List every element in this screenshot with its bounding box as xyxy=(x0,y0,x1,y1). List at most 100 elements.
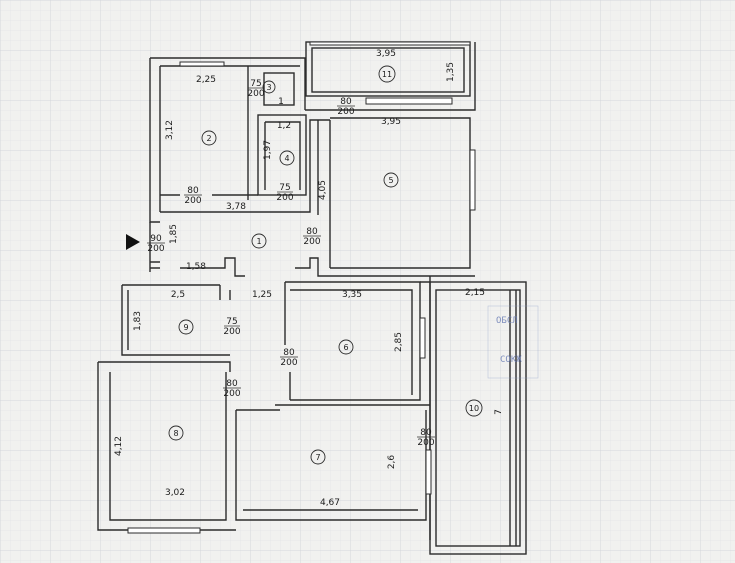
wall-corridor-top xyxy=(160,119,330,213)
room-11-number: 11 xyxy=(382,70,392,79)
window-room-8 xyxy=(127,527,201,534)
dim-room7-width: 4,67 xyxy=(320,498,340,508)
dim-passage-width: 1,25 xyxy=(252,290,272,300)
room-11-marker: 11 xyxy=(378,65,396,83)
door-room-4-height: 200 xyxy=(276,193,293,203)
windows xyxy=(127,41,476,534)
door-room-9: 75 200 xyxy=(223,317,240,337)
wall-entry xyxy=(149,222,160,272)
dim-room9-depth: 1,83 xyxy=(133,311,143,331)
dim-room10-length: 7 xyxy=(494,409,504,415)
room-5-marker: 5 xyxy=(383,172,399,188)
room-1-number: 1 xyxy=(256,237,261,246)
door-room-3-width: 75 xyxy=(250,79,261,89)
door-entry: 90 200 xyxy=(147,234,165,254)
door-room-8: 80 200 xyxy=(223,379,241,399)
wall-room-4 xyxy=(257,114,307,196)
room-2-number: 2 xyxy=(206,134,211,143)
door-room-8-height: 200 xyxy=(223,389,240,399)
door-room-5-width: 80 xyxy=(306,227,318,237)
window-room-11-top xyxy=(309,41,471,46)
room-3-number: 3 xyxy=(266,83,271,92)
door-room-2-width: 80 xyxy=(187,186,199,196)
wall-room-4-inner xyxy=(264,121,301,190)
door-room-2: 80 200 xyxy=(184,186,202,206)
dim-room11-depth: 1,35 xyxy=(446,62,456,82)
door-room-3-height: 200 xyxy=(247,89,264,99)
dim-room5-width: 3,95 xyxy=(381,117,401,127)
door-room-11: 80 200 xyxy=(337,97,355,117)
window-room-2 xyxy=(179,61,225,67)
wall-room-3 xyxy=(263,72,295,106)
dim-room2-depth: 3,12 xyxy=(165,120,175,140)
door-room-7: 80 200 xyxy=(417,428,435,448)
door-room-6-height: 200 xyxy=(280,358,297,368)
room-6-number: 6 xyxy=(343,343,348,352)
room-10-number: 10 xyxy=(469,404,479,413)
window-room-5 xyxy=(469,149,476,211)
door-room-5: 80 200 xyxy=(303,227,321,247)
room-2-marker: 2 xyxy=(201,130,217,146)
door-room-3: 75 200 xyxy=(247,79,264,99)
dim-entry-depth: 1,85 xyxy=(169,224,179,244)
door-labels: 75 200 80 200 80 200 75 200 80 200 90 20… xyxy=(147,79,435,448)
door-room-9-height: 200 xyxy=(223,327,240,337)
wall-corridor-bottom xyxy=(150,257,475,277)
dim-room8-width: 3,02 xyxy=(165,488,185,498)
room-7-marker: 7 xyxy=(310,449,326,465)
door-room-4: 75 200 xyxy=(276,183,293,203)
door-room-5-height: 200 xyxy=(303,237,320,247)
dim-room7-depth: 2,6 xyxy=(387,455,397,470)
dim-room6-width: 3,35 xyxy=(342,290,362,300)
entrance-arrow-icon xyxy=(126,234,140,250)
door-room-6-width: 80 xyxy=(283,348,295,358)
door-room-2-height: 200 xyxy=(184,196,201,206)
dim-room3-side: 1 xyxy=(278,97,284,107)
door-room-8-width: 80 xyxy=(226,379,238,389)
door-room-11-width: 80 xyxy=(340,97,352,107)
dim-room9-width: 2,5 xyxy=(171,290,185,300)
wall-room-11-inner xyxy=(311,47,465,93)
door-room-7-width: 80 xyxy=(420,428,432,438)
dim-entry-width: 1,58 xyxy=(186,262,206,272)
room-markers: 1 2 3 4 5 6 7 8 xyxy=(168,65,483,465)
dim-room5-depth: 4,05 xyxy=(318,180,328,200)
room-8-marker: 8 xyxy=(168,425,184,441)
wall-room-7 xyxy=(235,404,430,521)
stamp-line-2: СОКЖ xyxy=(500,355,522,365)
door-room-7-height: 200 xyxy=(417,438,434,448)
room-1-marker: 1 xyxy=(251,233,267,249)
room-10-marker: 10 xyxy=(465,399,483,417)
room-3-marker: 3 xyxy=(262,80,276,94)
dim-room2-width: 2,25 xyxy=(196,75,216,85)
wall-room-10-inner xyxy=(435,289,521,547)
room-9-marker: 9 xyxy=(178,319,194,335)
wall-room-10-sep xyxy=(509,290,517,546)
dim-room8-depth: 4,12 xyxy=(114,436,124,456)
window-room-11 xyxy=(365,97,453,105)
room-9-number: 9 xyxy=(183,323,188,332)
room-5-number: 5 xyxy=(388,176,393,185)
dimension-labels: 3,95 1,35 3,95 4,05 2,25 3,12 1,2 1,97 1… xyxy=(114,49,504,508)
dim-corridor-width: 3,78 xyxy=(226,202,246,212)
door-room-6: 80 200 xyxy=(280,348,298,368)
dim-room11-width: 3,95 xyxy=(376,49,396,59)
window-room-7 xyxy=(425,449,432,495)
wall-room-10 xyxy=(429,281,527,555)
window-room-6 xyxy=(419,317,426,359)
wall-room-9 xyxy=(121,284,231,356)
room-4-marker: 4 xyxy=(279,150,295,166)
dim-room10-width: 2,15 xyxy=(465,288,485,298)
door-room-4-width: 75 xyxy=(279,183,290,193)
dim-room4-width: 1,2 xyxy=(277,121,291,131)
dim-room4-depth: 1,97 xyxy=(263,140,273,160)
room-6-marker: 6 xyxy=(338,339,354,355)
door-room-9-width: 75 xyxy=(226,317,237,327)
door-entry-height: 200 xyxy=(147,244,164,254)
room-4-number: 4 xyxy=(284,154,289,163)
dim-room6-depth: 2,85 xyxy=(394,332,404,352)
room-8-number: 8 xyxy=(173,429,178,438)
wall-corridor-right xyxy=(317,120,331,268)
door-entry-width: 90 xyxy=(150,234,162,244)
